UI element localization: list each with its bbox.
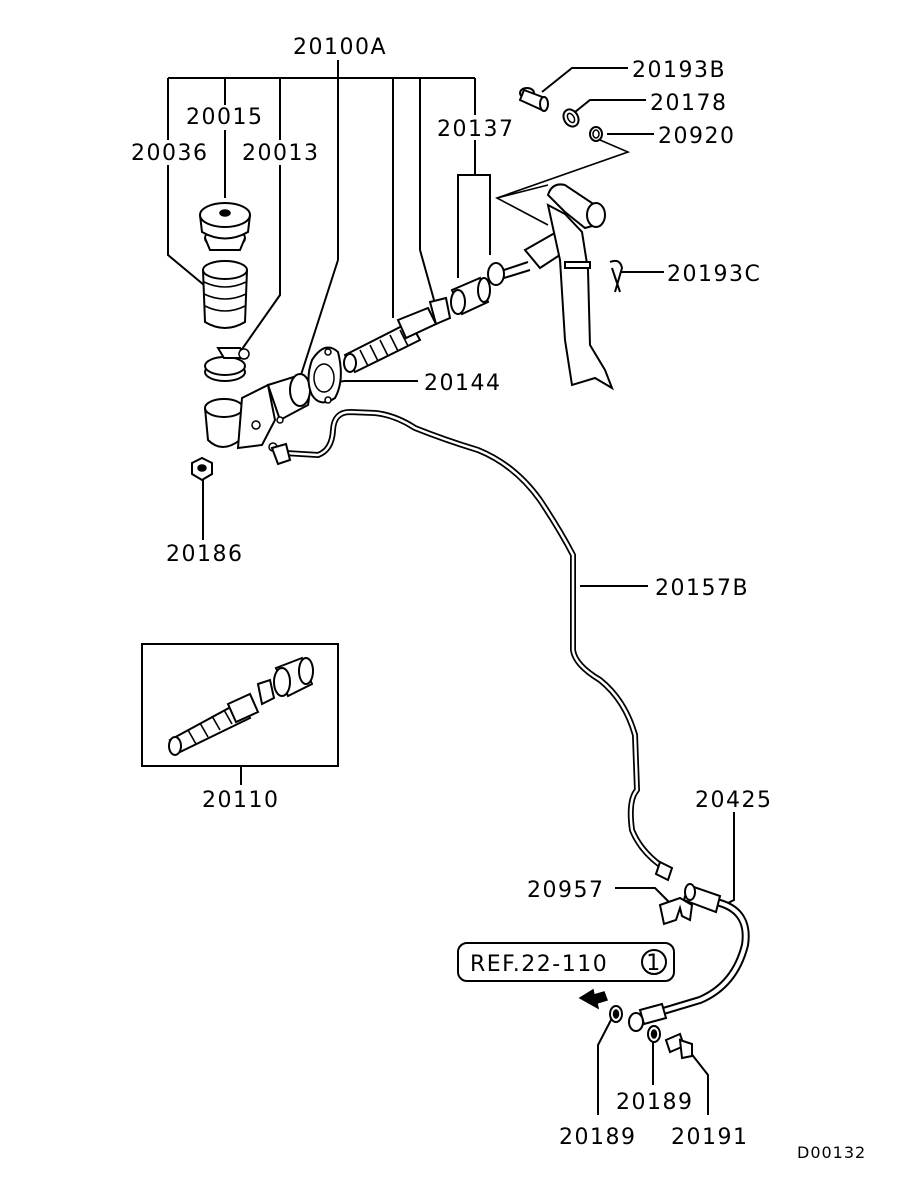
- label-20191[interactable]: 20191: [671, 1125, 749, 1150]
- washer-20178: [562, 108, 580, 128]
- washer-20920: [589, 126, 603, 142]
- leader-20144: [334, 380, 418, 383]
- label-20957[interactable]: 20957: [527, 878, 605, 903]
- label-20110[interactable]: 20110: [202, 788, 280, 813]
- nut-20186: [191, 456, 213, 482]
- flow-arrow-icon: [578, 988, 608, 1010]
- label-20013[interactable]: 20013: [242, 141, 320, 166]
- gasket-20189-b: [647, 1025, 661, 1043]
- pin-guide-lines: [495, 139, 631, 226]
- label-20425[interactable]: 20425: [695, 788, 773, 813]
- label-20920[interactable]: 20920: [658, 124, 736, 149]
- boot-20137: [450, 276, 491, 316]
- leader-20013: [239, 165, 281, 353]
- label-20193C[interactable]: 20193C: [667, 262, 761, 287]
- leader-20137-left: [457, 140, 476, 278]
- label-20157B[interactable]: 20157B: [655, 576, 749, 601]
- label-20100A[interactable]: 20100A: [293, 35, 387, 60]
- label-20189-a[interactable]: 20189: [559, 1125, 637, 1150]
- pin-20193B: [518, 87, 549, 112]
- leader-20137-right: [475, 174, 491, 255]
- label-20144[interactable]: 20144: [424, 371, 502, 396]
- label-20137[interactable]: 20137: [437, 117, 515, 142]
- label-20015[interactable]: 20015: [186, 105, 264, 130]
- leader-20178: [574, 99, 646, 113]
- strainer-20036: [202, 260, 248, 329]
- reservoir-cap-20015: [199, 202, 251, 251]
- label-20186[interactable]: 20186: [166, 542, 244, 567]
- master-cylinder-body: [204, 373, 311, 452]
- bolt-20191: [664, 1032, 693, 1060]
- label-20189-b[interactable]: 20189: [616, 1090, 694, 1115]
- reference-text: REF.22-110: [470, 952, 608, 977]
- leader-20425: [723, 812, 735, 906]
- detail-box-20110: [141, 643, 339, 767]
- label-20036[interactable]: 20036: [131, 141, 209, 166]
- reference-box[interactable]: REF.22-110 1: [457, 942, 675, 982]
- gasket-20189-a: [609, 1005, 623, 1023]
- clip-20193C: [609, 259, 624, 293]
- label-20193B[interactable]: 20193B: [632, 58, 726, 83]
- label-20178[interactable]: 20178: [650, 91, 728, 116]
- clip-20957: [658, 896, 694, 926]
- reference-number: 1: [646, 951, 662, 976]
- pipe-20157B: [270, 409, 674, 882]
- leader-20191: [689, 1051, 709, 1115]
- leader-20193B: [541, 67, 628, 93]
- leader-20957: [615, 887, 673, 906]
- clamp-20013: [204, 347, 250, 382]
- clutch-pedal: [546, 183, 614, 391]
- leader-20036: [167, 165, 211, 291]
- drawing-code: D00132: [797, 1143, 866, 1162]
- hose-20425: [628, 883, 750, 1032]
- piston-assembly: [343, 296, 452, 374]
- gasket-20144: [307, 346, 342, 404]
- leader-20189-a: [597, 1017, 613, 1115]
- leader-20100A: [167, 60, 476, 379]
